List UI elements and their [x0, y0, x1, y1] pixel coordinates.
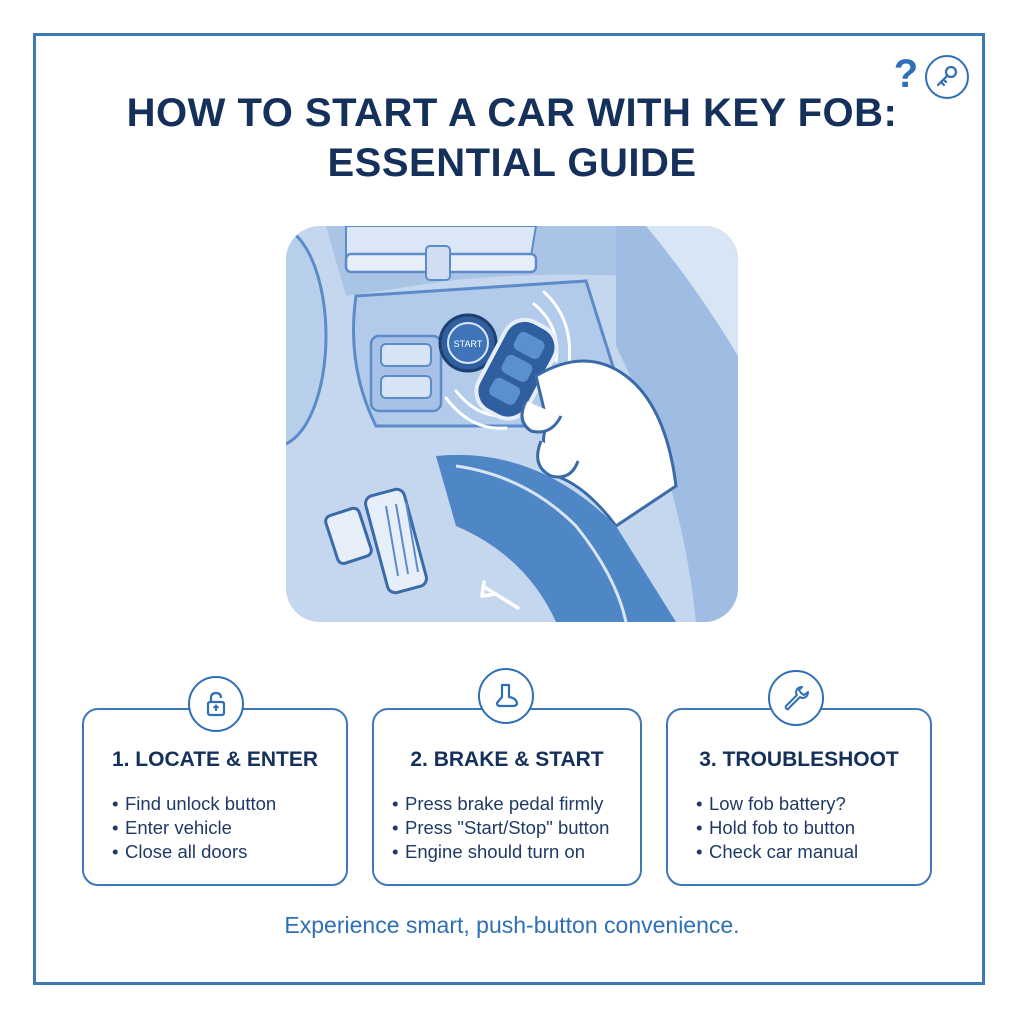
- step-card-brake-start: 2. BRAKE & START Press brake pedal firml…: [372, 708, 642, 886]
- list-item: Press "Start/Stop" button: [392, 816, 609, 840]
- page-title-line-1: HOW TO START A CAR WITH KEY FOB:: [126, 91, 898, 135]
- list-item: Low fob battery?: [696, 792, 858, 816]
- list-item: Enter vehicle: [112, 816, 276, 840]
- list-item: Find unlock button: [112, 792, 276, 816]
- page-title: HOW TO START A CAR WITH KEY FOB: ESSENTI…: [0, 88, 1024, 188]
- foot-icon: [478, 668, 534, 724]
- key-icon[interactable]: [925, 55, 969, 99]
- unlock-padlock-icon: [188, 676, 244, 732]
- question-mark-icon[interactable]: ?: [893, 52, 919, 96]
- list-item: Press brake pedal firmly: [392, 792, 609, 816]
- car-start-illustration: START: [286, 226, 738, 622]
- list-item: Engine should turn on: [392, 840, 609, 864]
- step-card-title: 1. LOCATE & ENTER: [111, 748, 319, 771]
- step-card-locate-enter: 1. LOCATE & ENTER Find unlock button Ent…: [82, 708, 348, 886]
- list-item: Close all doors: [112, 840, 276, 864]
- list-item: Check car manual: [696, 840, 858, 864]
- step-card-title: 2. BRAKE & START: [410, 748, 604, 771]
- step-card-list: Press brake pedal firmly Press "Start/St…: [392, 792, 609, 864]
- footer-tagline: Experience smart, push-button convenienc…: [284, 912, 740, 938]
- step-card-troubleshoot: 3. TROUBLESHOOT Low fob battery? Hold fo…: [666, 708, 932, 886]
- list-item: Hold fob to button: [696, 816, 858, 840]
- step-card-list: Find unlock button Enter vehicle Close a…: [112, 792, 276, 864]
- step-card-title: 3. TROUBLESHOOT: [699, 748, 899, 771]
- start-button-label: START: [454, 339, 483, 349]
- wrench-icon: [768, 670, 824, 726]
- page-title-line-2: ESSENTIAL GUIDE: [327, 141, 697, 185]
- step-card-list: Low fob battery? Hold fob to button Chec…: [696, 792, 858, 864]
